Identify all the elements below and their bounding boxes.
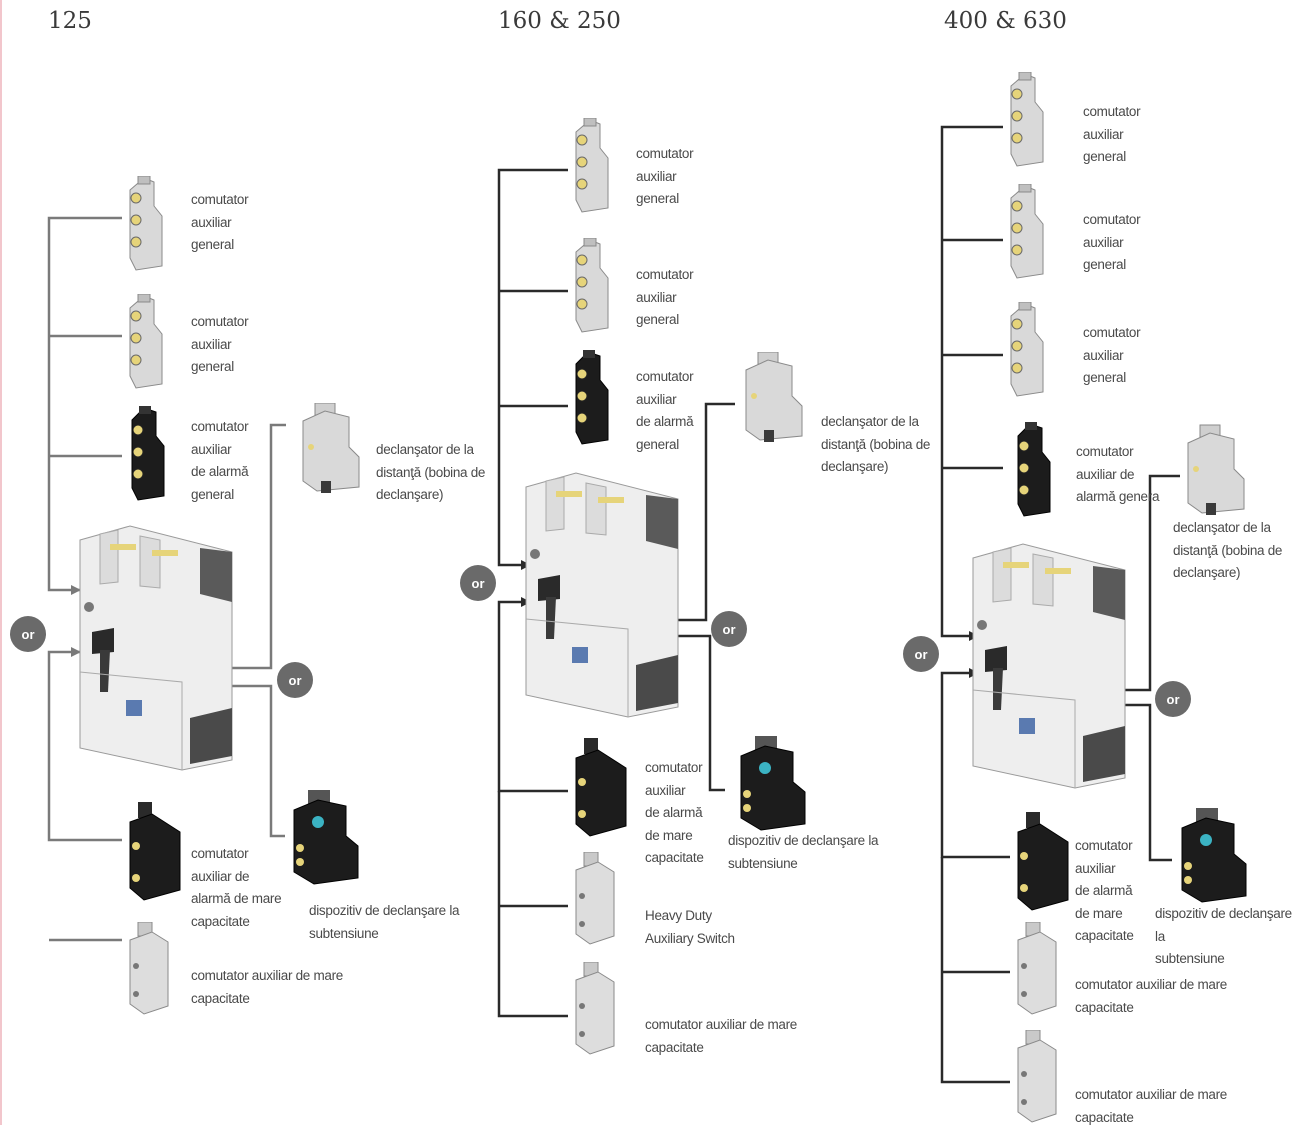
label-160-hd-switch-en: Heavy Duty Auxiliary Switch: [645, 908, 735, 946]
label-400-aux-1: comutator auxiliar general: [1083, 104, 1141, 164]
label-160-aux-1: comutator auxiliar general: [636, 146, 694, 206]
label-160-hd-alarm: comutator auxiliar de alarmă de mare cap…: [645, 760, 704, 865]
label-125-alarm: comutator auxiliar de alarmă general: [191, 419, 249, 502]
alarm-switch-icon: [126, 406, 170, 502]
breaker-icon-400-630: [962, 540, 1134, 790]
alarm-switch-icon: [1012, 422, 1056, 518]
label-125-hd-alarm: comutator auxiliar de alarmă de mare cap…: [191, 846, 282, 929]
auxiliary-switch-icon: [568, 118, 614, 214]
label-400-shunt: declanşator de la distanţă (bobina de de…: [1173, 520, 1283, 580]
or-badge-160-left: or: [460, 565, 496, 601]
column-title-400-630: 400 & 630: [944, 8, 1067, 34]
label-400-alarm: comutator auxiliar de alarmă genera: [1076, 444, 1160, 504]
label-160-undervoltage: dispozitiv de declanşare la subtensiune: [728, 833, 879, 871]
or-badge-160-right: or: [711, 611, 747, 647]
label-400-hd-switch-1: comutator auxiliar de mare capacitate: [1075, 977, 1228, 1015]
auxiliary-switch-icon: [1003, 72, 1049, 168]
undervoltage-release-icon: [1176, 808, 1250, 904]
heavy-duty-switch-icon: [570, 852, 618, 946]
auxiliary-switch-icon: [1003, 302, 1049, 398]
column-title-160-250: 160 & 250: [498, 8, 621, 34]
label-125-aux-1: comutator auxiliar general: [191, 192, 249, 252]
label-125-shunt: declanşator de la distanţă (bobina de de…: [376, 442, 486, 502]
heavy-duty-switch-icon: [1012, 1030, 1060, 1124]
breaker-icon-160-250: [516, 468, 686, 720]
or-badge-400-right: or: [1155, 681, 1191, 717]
label-160-alarm: comutator auxiliar de alarmă general: [636, 369, 694, 452]
label-400-aux-3: comutator auxiliar general: [1083, 325, 1141, 385]
label-400-undervoltage: dispozitiv de declanşare la subtensiune: [1155, 906, 1292, 966]
shunt-trip-icon: [1180, 424, 1250, 518]
undervoltage-release-icon: [288, 790, 362, 886]
heavy-duty-alarm-switch-icon: [570, 738, 630, 838]
heavy-duty-switch-icon: [1012, 922, 1060, 1016]
auxiliary-switch-icon: [122, 176, 168, 272]
column-title-125: 125: [48, 8, 92, 34]
label-160-hd-switch: comutator auxiliar de mare capacitate: [645, 1017, 798, 1055]
label-400-hd-switch-2: comutator auxiliar de mare capacitate: [1075, 1087, 1228, 1125]
label-125-undervoltage: dispozitiv de declanşare la subtensiune: [309, 903, 460, 941]
or-badge-125-right: or: [277, 662, 313, 698]
label-160-aux-2: comutator auxiliar general: [636, 267, 694, 327]
label-400-aux-2: comutator auxiliar general: [1083, 212, 1141, 272]
auxiliary-switch-icon: [568, 238, 614, 334]
shunt-trip-icon: [295, 403, 365, 495]
auxiliary-switch-icon: [122, 294, 168, 390]
heavy-duty-switch-icon: [124, 922, 172, 1016]
undervoltage-release-icon: [735, 736, 809, 832]
heavy-duty-switch-icon: [570, 962, 618, 1056]
label-160-shunt: declanşator de la distanţă (bobina de de…: [821, 414, 931, 474]
alarm-switch-icon: [570, 350, 614, 446]
heavy-duty-alarm-switch-icon: [124, 802, 184, 902]
shunt-trip-icon: [738, 352, 808, 448]
or-badge-400-left: or: [903, 636, 939, 672]
lines-160-250: [497, 168, 735, 1018]
breaker-icon-125: [70, 522, 240, 772]
page-edge-rule: [0, 0, 2, 1125]
label-400-hd-alarm: comutator auxiliar de alarmă de mare cap…: [1075, 838, 1134, 943]
or-badge-125-left: or: [10, 616, 46, 652]
label-125-hd-switch: comutator auxiliar de mare capacitate: [191, 968, 344, 1006]
label-125-aux-2: comutator auxiliar general: [191, 314, 249, 374]
auxiliary-switch-icon: [1003, 184, 1049, 280]
heavy-duty-alarm-switch-icon: [1012, 812, 1072, 912]
